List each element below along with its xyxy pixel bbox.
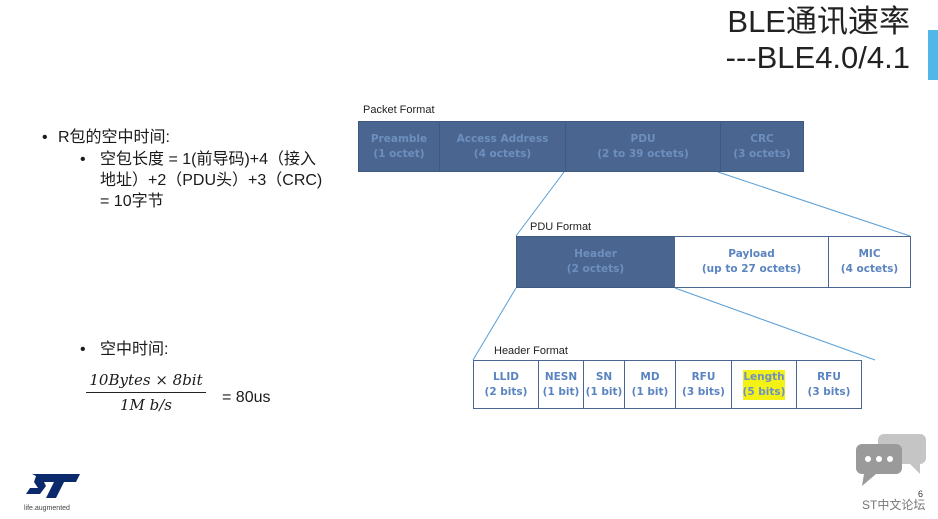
cell-name: Payload [728, 248, 775, 260]
packet-cell-crc: CRC (3 octets) [720, 121, 804, 172]
pdu-format-row: Header (2 octets) Payload (up to 27 octe… [516, 236, 911, 288]
header-cell-sn: SN (1 bit) [583, 360, 625, 409]
cell-size: (1 bit) [631, 385, 669, 398]
watermark-chat [854, 430, 928, 488]
cell-name: MD [640, 370, 660, 383]
logo-tagline: life.augmented [24, 505, 70, 512]
cell-name: SN [595, 370, 613, 383]
header-cell-md: MD (1 bit) [624, 360, 676, 409]
page-number: 6 [918, 489, 924, 499]
bullet-text: R包的空中时间: [58, 129, 171, 146]
cell-name: Preamble [370, 132, 428, 145]
cell-name: Access Address [456, 132, 549, 145]
sub-bullet-empty-length: • 空包长度 = 1(前导码)+4（接入 [80, 150, 316, 170]
fraction-line [86, 392, 206, 393]
sub-line2: 地址）+2（PDU头）+3（CRC) [100, 172, 323, 189]
cell-size: (4 octets) [473, 147, 532, 160]
cell-name: MIC [858, 248, 881, 260]
bullet-dot: • [80, 151, 86, 168]
cell-name: RFU [691, 370, 716, 383]
watermark-text: ST中文论坛 [862, 498, 926, 512]
packet-format-label: Packet Format [363, 104, 435, 116]
slide-title: BLE通讯速率 ---BLE4.0/4.1 [726, 4, 910, 76]
cell-size: (1 bit) [542, 385, 580, 398]
title-line2: ---BLE4.0/4.1 [725, 40, 910, 75]
bullet-air-time: • 空中时间: [80, 340, 168, 360]
sub-line3: = 10字节 [100, 193, 164, 210]
cell-size: (4 octets) [840, 263, 899, 275]
chat-bubble-icon [856, 434, 926, 486]
sub-line1: 空包长度 = 1(前导码)+4（接入 [100, 151, 317, 168]
cell-size: (2 bits) [484, 385, 528, 398]
header-format-label: Header Format [494, 345, 568, 357]
bullet-packet-time: • R包的空中时间: [42, 128, 170, 148]
st-logo: life.augmented [24, 472, 82, 512]
cell-name: CRC [750, 132, 774, 145]
cell-size: (1 octet) [373, 147, 425, 160]
formula-result: = 80us [222, 389, 271, 406]
formula-fraction: 10Bytes × 8bit 1M b/s [86, 371, 206, 414]
packet-cell-pdu: PDU (2 to 39 octets) [565, 121, 721, 172]
connector-line [515, 171, 565, 237]
connector-line [674, 287, 876, 361]
cell-size: (2 octets) [566, 263, 625, 275]
header-cell-rfu: RFU (3 bits) [675, 360, 732, 409]
bullet-dot: • [42, 129, 48, 146]
header-cell-nesn: NESN (1 bit) [538, 360, 584, 409]
cell-name: LLID [492, 370, 519, 383]
cell-size: (3 octets) [733, 147, 791, 160]
cell-name-highlighted: Length [743, 369, 785, 385]
pdu-cell-header: Header (2 octets) [516, 236, 675, 288]
formula-numerator: 10Bytes × 8bit [89, 371, 203, 389]
pdu-format-label: PDU Format [530, 221, 592, 233]
header-cell-rfu-2: RFU (3 bits) [796, 360, 862, 409]
connector-line [717, 171, 911, 237]
title-line1: BLE通讯速率 [727, 4, 910, 39]
accent-bar [928, 30, 938, 80]
cell-name: Header [574, 248, 617, 260]
header-cell-llid: LLID (2 bits) [473, 360, 539, 409]
header-format-row: LLID (2 bits) NESN (1 bit) SN (1 bit) MD… [473, 360, 862, 409]
header-cell-length: Length (5 bits) [731, 360, 797, 409]
bullet-text: 空中时间: [100, 341, 169, 358]
pdu-cell-payload: Payload (up to 27 octets) [674, 236, 829, 288]
packet-cell-access-address: Access Address (4 octets) [439, 121, 566, 172]
packet-cell-preamble: Preamble (1 octet) [358, 121, 440, 172]
cell-size: (up to 27 octets) [701, 263, 802, 275]
pdu-cell-mic: MIC (4 octets) [828, 236, 911, 288]
packet-format-row: Preamble (1 octet) Access Address (4 oct… [358, 121, 804, 172]
formula-denominator: 1M b/s [119, 396, 173, 414]
cell-name: NESN [544, 370, 578, 383]
cell-size-highlighted: (5 bits) [742, 384, 786, 400]
cell-name: PDU [630, 132, 656, 145]
cell-name: RFU [817, 370, 841, 383]
cell-size: (3 bits) [807, 385, 851, 398]
connector-line [472, 287, 517, 361]
cell-size: (2 to 39 octets) [597, 147, 689, 160]
bullet-dot: • [80, 341, 86, 358]
st-logo-icon [26, 474, 80, 498]
cell-size: (3 bits) [682, 385, 725, 398]
cell-size: (1 bit) [585, 385, 623, 398]
